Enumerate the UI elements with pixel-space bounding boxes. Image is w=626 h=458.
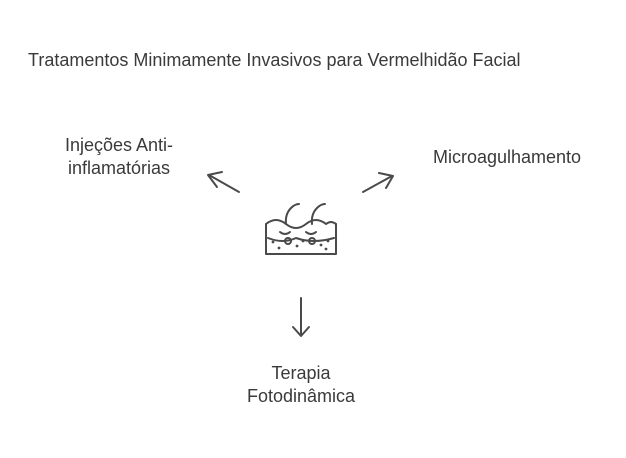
- arrow-left-up: [207, 171, 240, 193]
- branch-label-terapia-line1: Terapia: [271, 363, 331, 383]
- branch-label-microagulhamento: Microagulhamento: [420, 146, 594, 169]
- branch-label-injecoes-line2: inflamatórias: [67, 158, 171, 178]
- branch-label-terapia: Terapia Fotodinâmica: [220, 362, 382, 408]
- arrow-down: [292, 297, 310, 337]
- branch-label-microagulhamento-line1: Microagulhamento: [432, 147, 582, 167]
- arrow-right-up: [362, 172, 394, 193]
- branch-label-injecoes-line1: Injeções Anti-: [64, 135, 174, 155]
- branch-label-terapia-line2: Fotodinâmica: [246, 386, 356, 406]
- diagram-title: Tratamentos Minimamente Invasivos para V…: [28, 50, 521, 70]
- skin-hair-follicle-icon: [265, 203, 337, 255]
- branch-label-injecoes: Injeções Anti- inflamatórias: [40, 134, 198, 180]
